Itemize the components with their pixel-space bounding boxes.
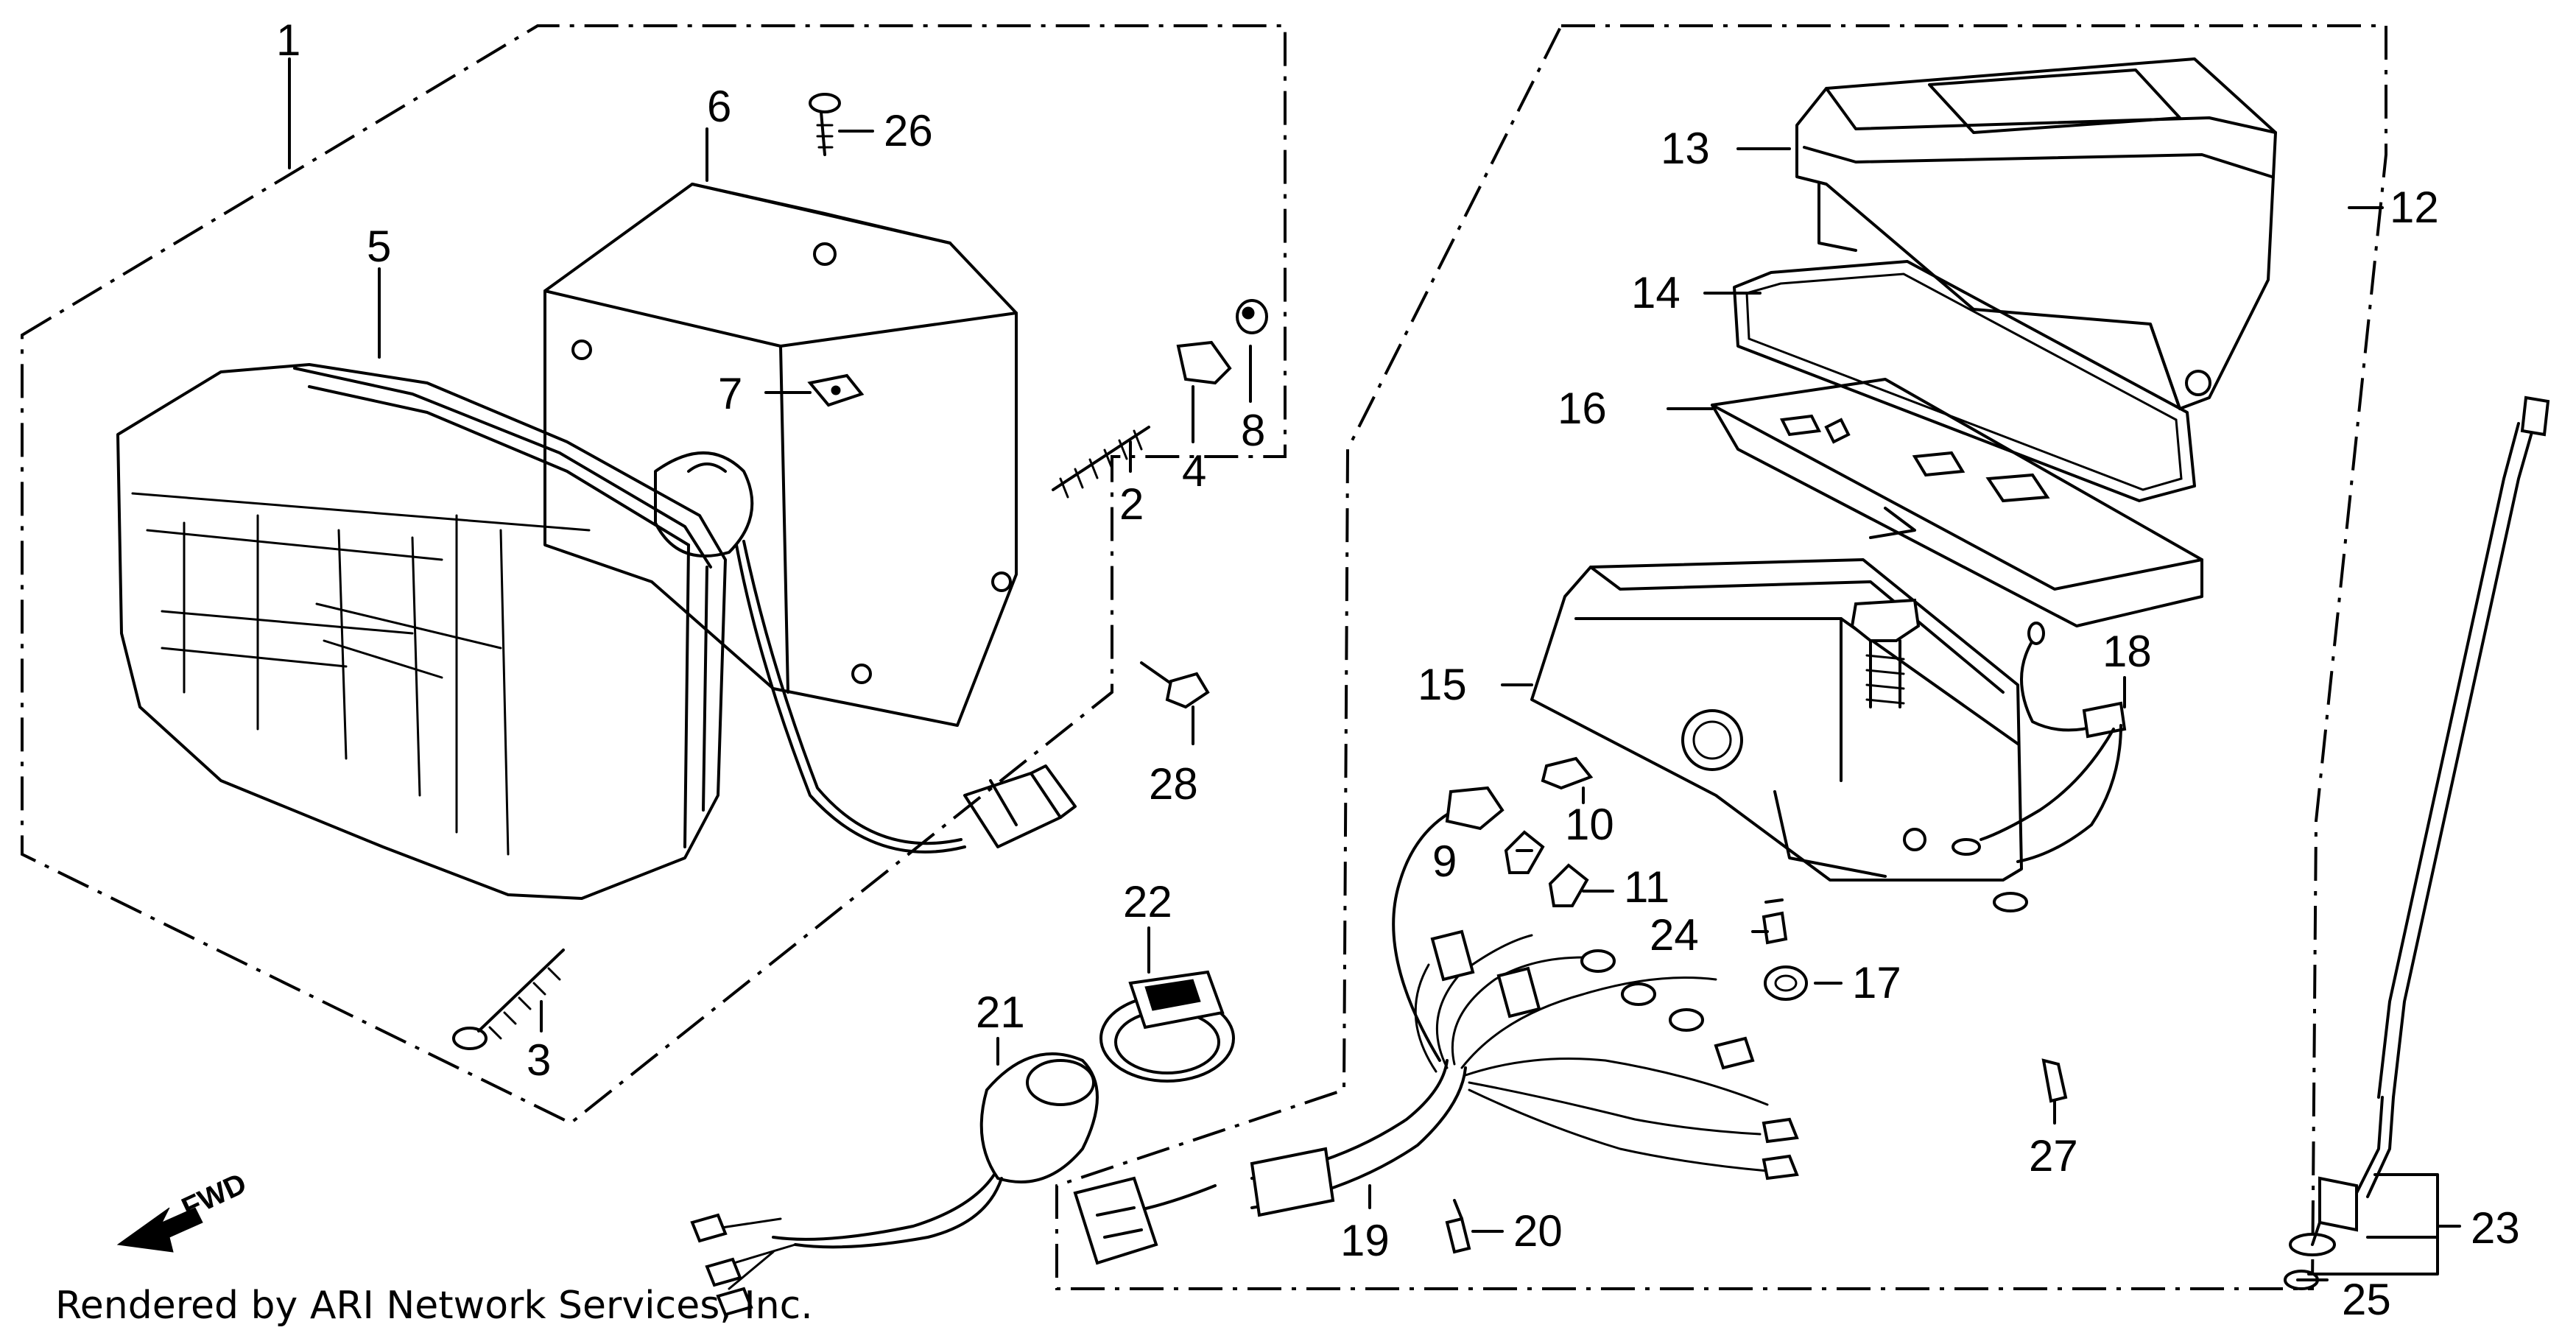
bolt-27 xyxy=(2041,1058,2068,1103)
bulb-9 xyxy=(1504,830,1545,874)
callout-26: 26 xyxy=(884,106,933,155)
spring-2 xyxy=(1052,426,1150,499)
headlight-group-boundary xyxy=(21,24,1287,1125)
callout-12: 12 xyxy=(2390,183,2439,232)
callout-9: 9 xyxy=(1432,837,1457,886)
callout-18: 18 xyxy=(2102,627,2152,676)
nut-7 xyxy=(807,373,865,407)
callout-24: 24 xyxy=(1650,910,1699,960)
headlight-lens xyxy=(116,363,727,900)
callout-4: 4 xyxy=(1182,446,1206,496)
bulb-20 xyxy=(1445,1199,1471,1254)
callout-16: 16 xyxy=(1558,384,1607,433)
callout-27: 27 xyxy=(2029,1131,2078,1181)
wire-harness-19 xyxy=(1073,786,1799,1265)
relay-21 xyxy=(690,1052,1099,1317)
meter-case-15 xyxy=(1530,558,2023,882)
callout-8: 8 xyxy=(1241,406,1265,455)
callout-17: 17 xyxy=(1852,958,1901,1007)
callout-23: 23 xyxy=(2471,1203,2520,1253)
forward-direction-indicator: FWD xyxy=(116,1167,251,1253)
callout-7: 7 xyxy=(718,369,742,418)
screw-3 xyxy=(452,949,565,1050)
headlight-connector xyxy=(963,764,1077,848)
callout-19: 19 xyxy=(1340,1216,1390,1265)
callout-15: 15 xyxy=(1418,660,1467,709)
callout-5: 5 xyxy=(367,222,391,271)
leader-lines xyxy=(288,57,2461,1281)
callout-labels: 1 2 3 4 5 6 7 8 9 10 11 12 13 14 15 16 1… xyxy=(276,15,2520,1324)
callout-22: 22 xyxy=(1123,877,1172,926)
fwd-label: FWD xyxy=(177,1167,251,1225)
callout-20: 20 xyxy=(1513,1206,1563,1256)
callout-10: 10 xyxy=(1565,800,1614,849)
grommet-17 xyxy=(1764,965,1808,1001)
bulb-10 xyxy=(1541,756,1594,790)
callout-6: 6 xyxy=(707,82,731,131)
socket-wire-18 xyxy=(1952,622,2127,912)
callout-11: 11 xyxy=(1624,862,1669,912)
callout-2: 2 xyxy=(1119,479,1144,529)
cap-8 xyxy=(1236,299,1268,334)
screw-28 xyxy=(1140,661,1210,709)
callout-14: 14 xyxy=(1631,268,1681,317)
bulb-24 xyxy=(1762,898,1788,945)
bulb-11 xyxy=(1548,863,1589,907)
callout-13: 13 xyxy=(1661,124,1710,173)
meter-top-cover xyxy=(1795,57,2277,410)
meter-group-boundary xyxy=(1055,24,2387,1290)
speedometer-cable-23 xyxy=(2284,395,2550,1290)
callout-25: 25 xyxy=(2342,1275,2391,1324)
nut-4 xyxy=(1176,340,1232,385)
panel-16 xyxy=(1711,378,2203,627)
callout-21: 21 xyxy=(976,988,1025,1037)
credit-text: Rendered by ARI Network Services, Inc. xyxy=(55,1284,813,1328)
headlight-case xyxy=(543,183,1018,854)
callout-3: 3 xyxy=(527,1035,551,1085)
bolt-26 xyxy=(809,93,841,156)
callout-28: 28 xyxy=(1149,759,1198,809)
callout-1: 1 xyxy=(276,15,300,65)
gasket-14 xyxy=(1733,260,2196,502)
band-22 xyxy=(1099,970,1235,1083)
